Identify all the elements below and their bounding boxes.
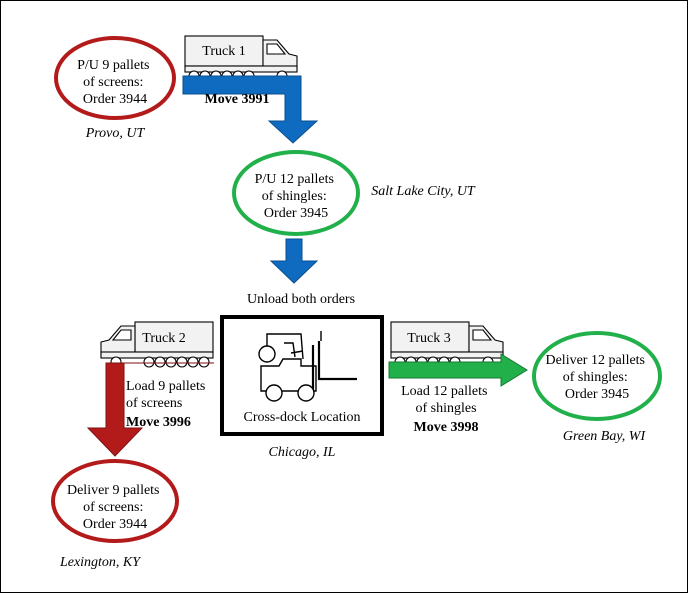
forklift-icon <box>258 331 357 402</box>
truck2-label: Truck 2 <box>142 331 185 346</box>
pickup-shingles-ellipse <box>232 150 360 236</box>
move-3991-label: Move 3991 <box>205 92 270 107</box>
move-3996-label: Move 3996 <box>126 415 191 430</box>
pickup-screens-ellipse <box>54 36 176 120</box>
location-green-bay: Green Bay, WI <box>563 429 647 444</box>
move-3998-label: Move 3998 <box>414 420 479 435</box>
crossdock-label: Cross-dock Location <box>243 410 360 425</box>
deliver-screens-ellipse <box>51 459 179 543</box>
arrow-bend-icon <box>86 362 214 457</box>
arrow-down-icon <box>269 238 319 284</box>
arrow-right-icon <box>388 353 528 387</box>
truck3-load-text: Load 12 pallets of shingles <box>401 384 491 416</box>
location-provo: Provo, UT <box>85 126 146 141</box>
unload-label: Unload both orders <box>247 292 355 307</box>
truck2-load-text: Load 9 pallets of screens <box>126 379 209 411</box>
location-lexington: Lexington, KY <box>59 555 142 570</box>
pickup-shingles-text: P/U 12 pallets of shingles: Order 3945 <box>255 172 338 221</box>
arrow-bend-icon <box>182 75 319 144</box>
location-salt-lake-city: Salt Lake City, UT <box>371 184 476 199</box>
deliver-shingles-ellipse <box>532 331 662 421</box>
pickup-screens-text: P/U 9 pallets of screens: Order 3944 <box>77 58 153 107</box>
location-chicago: Chicago, IL <box>269 445 336 460</box>
deliver-shingles-text: Deliver 12 pallets of shingles: Order 39… <box>545 353 648 402</box>
truck1-label: Truck 1 <box>202 44 245 59</box>
truck3-label: Truck 3 <box>407 331 450 346</box>
deliver-screens-text: Deliver 9 pallets of screens: Order 3944 <box>67 483 163 532</box>
